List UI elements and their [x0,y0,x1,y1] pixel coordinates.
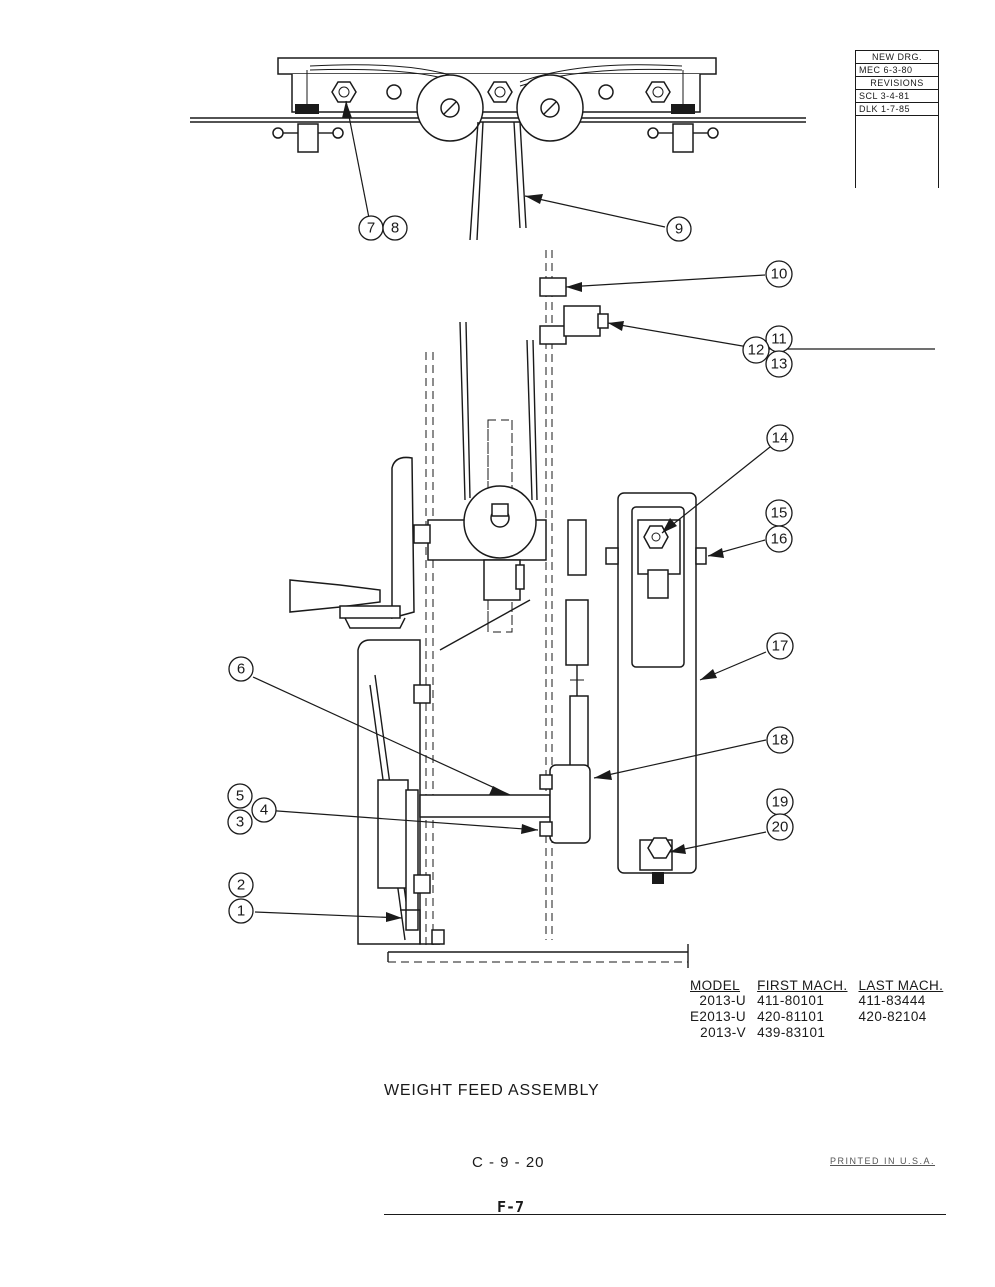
callout-19: 19 [766,788,794,816]
svg-text:17: 17 [772,638,789,655]
callout-20: 20 [766,813,794,841]
page-code: C - 9 - 20 [472,1154,545,1171]
model-header: MODEL [690,978,741,993]
callout-2: 2 [228,872,254,898]
callout-9: 9 [666,216,692,242]
callout-5: 5 [227,783,253,809]
callout-18: 18 [766,726,794,754]
side-view [289,250,707,968]
svg-text:5: 5 [236,788,244,805]
leaders [252,100,935,922]
svg-text:20: 20 [772,819,789,836]
revision-block: NEW DRG. MEC 6-3-80 REVISIONS SCL 3-4-81… [855,50,939,188]
callout-7: 7 [358,215,384,241]
revisions-label: REVISIONS [856,77,938,90]
callout-12: 12 [742,336,770,364]
last-mach-header: LAST MACH. [858,978,944,993]
svg-text:3: 3 [236,814,244,831]
callout-3: 3 [227,809,253,835]
callout-16: 16 [765,525,793,553]
callout-14: 14 [766,424,794,452]
svg-text:8: 8 [391,220,399,237]
top-view [190,57,806,241]
first-mach-cell: 411-80101 [757,993,825,1008]
svg-text:10: 10 [771,266,788,283]
new-drawing-entry: MEC 6-3-80 [856,64,938,77]
new-drawing-label: NEW DRG. [856,50,938,64]
callout-8: 8 [382,215,408,241]
revision-entry: DLK 1-7-85 [856,103,938,116]
table-row: 2013-U 411-80101 411-83444 [684,993,948,1009]
model-cell: E2013-U [690,1009,747,1024]
svg-text:2: 2 [237,877,245,894]
callout-13: 13 [765,350,793,378]
model-cell: 2013-V [700,1025,747,1040]
sheet-label: F-7 [497,1198,525,1216]
svg-text:18: 18 [772,732,789,749]
last-mach-cell: 411-83444 [858,993,926,1008]
svg-text:16: 16 [771,531,788,548]
svg-text:9: 9 [675,221,683,238]
last-mach-cell: 420-82104 [858,1009,927,1024]
bottom-rule [384,1214,946,1215]
svg-text:1: 1 [237,903,245,920]
printed-note: PRINTED IN U.S.A. [830,1156,936,1166]
model-table: MODEL FIRST MACH. LAST MACH. 2013-U 411-… [684,978,948,1041]
svg-text:12: 12 [748,342,765,359]
svg-text:19: 19 [772,794,789,811]
callout-4: 4 [251,797,277,823]
callout-10: 10 [765,260,793,288]
callout-15: 15 [765,499,793,527]
revision-entry: SCL 3-4-81 [856,90,938,103]
svg-text:4: 4 [260,802,268,819]
first-mach-cell: 420-81101 [757,1009,825,1024]
svg-text:13: 13 [771,356,788,373]
first-mach-header: FIRST MACH. [757,978,848,993]
callout-6: 6 [228,656,254,682]
svg-text:14: 14 [772,430,789,447]
svg-text:11: 11 [771,331,787,348]
last-mach-cell [853,1025,949,1041]
svg-text:15: 15 [771,505,788,522]
svg-text:6: 6 [237,661,245,678]
callout-1: 1 [228,898,254,924]
table-row: 2013-V 439-83101 [684,1025,948,1041]
callout-11: 11 [765,325,793,353]
model-cell: 2013-U [699,993,747,1008]
table-row: E2013-U 420-81101 420-82104 [684,1009,948,1025]
first-mach-cell: 439-83101 [757,1025,826,1040]
drawing-title: WEIGHT FEED ASSEMBLY [384,1082,600,1099]
callout-17: 17 [766,632,794,660]
svg-text:7: 7 [367,220,375,237]
